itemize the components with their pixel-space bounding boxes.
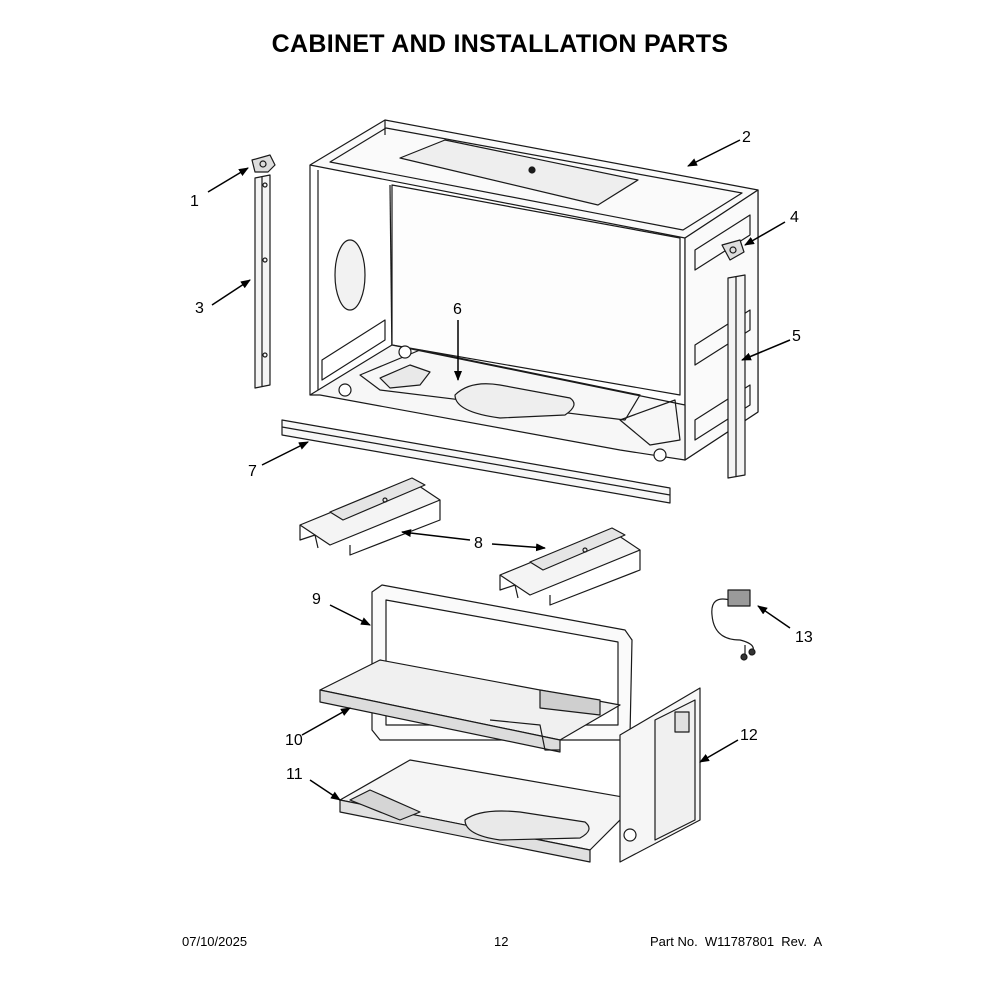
callout-arrows	[207, 139, 791, 801]
callout-6: 6	[453, 301, 462, 318]
callout-12: 12	[740, 727, 758, 744]
callout-10: 10	[285, 732, 303, 749]
callout-11: 11	[286, 766, 303, 783]
callout-9: 9	[312, 591, 321, 608]
mounting-bracket-left	[299, 477, 441, 556]
callout-labels: 1 2 3 4 5 6 7 8 9 10 11 12 13	[190, 129, 813, 783]
footer-part-number: Part No. W11787801 Rev. A	[650, 934, 823, 949]
callout-5: 5	[792, 328, 801, 345]
bracket-right	[721, 239, 745, 261]
cabinet-shell	[309, 119, 759, 462]
footer-page-number: 12	[494, 934, 509, 949]
footer-date: 07/10/2025	[182, 934, 248, 949]
wire-harness	[711, 589, 756, 661]
mounting-bracket-right	[499, 527, 641, 606]
rail-left	[254, 174, 271, 389]
rail-right	[727, 274, 746, 479]
callout-7: 7	[248, 463, 257, 480]
callout-8: 8	[474, 535, 483, 552]
shelf-plate	[319, 659, 621, 753]
front-trim-strip	[281, 419, 671, 504]
callout-2: 2	[742, 129, 751, 146]
bracket-left	[251, 154, 276, 173]
callout-4: 4	[790, 209, 799, 226]
page-title: CABINET AND INSTALLATION PARTS	[271, 30, 729, 58]
bottom-tray	[339, 759, 641, 863]
callout-13: 13	[795, 629, 813, 646]
side-panel	[619, 687, 701, 863]
callout-3: 3	[195, 300, 204, 317]
callout-1: 1	[190, 193, 199, 210]
